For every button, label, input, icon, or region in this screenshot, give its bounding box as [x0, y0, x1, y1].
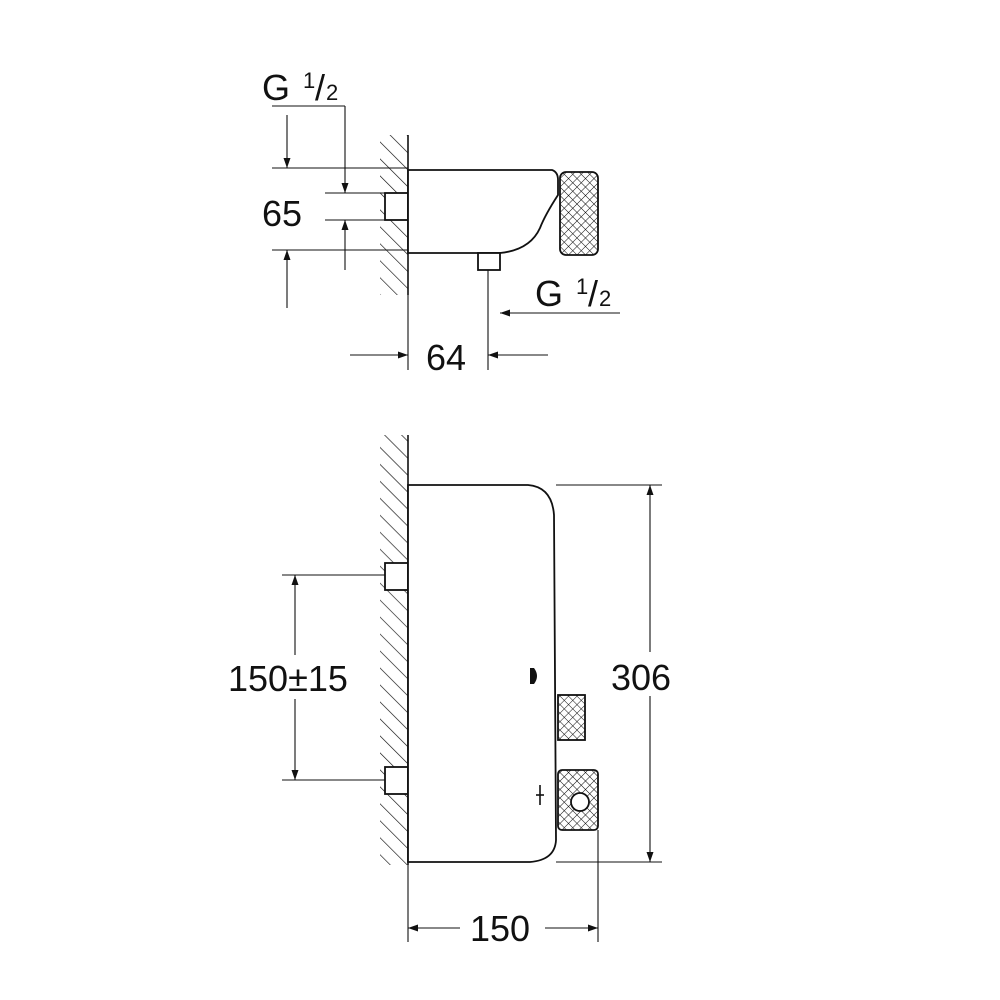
dimension-150: 150	[470, 908, 530, 949]
thread-label-top: G	[262, 67, 290, 108]
dimension-64: 64	[426, 337, 466, 378]
inlet-stub	[384, 192, 409, 221]
outlet-stub	[477, 252, 501, 271]
knob-small	[557, 694, 586, 741]
mixer-body-top	[407, 169, 559, 254]
knob-top	[559, 171, 599, 256]
svg-text:2: 2	[599, 286, 611, 311]
inlet-stub-lower	[384, 766, 409, 795]
svg-text:2: 2	[326, 80, 338, 105]
thread-label-outlet: G	[535, 273, 563, 314]
inlet-stub-upper	[384, 562, 409, 591]
dimension-65: 65	[262, 193, 302, 234]
dimension-306: 306	[611, 657, 671, 698]
mixer-body-front	[407, 484, 557, 863]
dimension-150-15: 150±15	[228, 658, 348, 699]
svg-text:1: 1	[576, 274, 588, 299]
wall-hatching	[380, 435, 408, 865]
svg-text:1: 1	[303, 68, 315, 93]
top-view: G 1 / 2 65 64 G 1 / 2	[262, 67, 620, 378]
svg-text:/: /	[315, 67, 325, 108]
svg-text:/: /	[588, 273, 598, 314]
front-view: 306 150±15 150	[225, 435, 692, 949]
